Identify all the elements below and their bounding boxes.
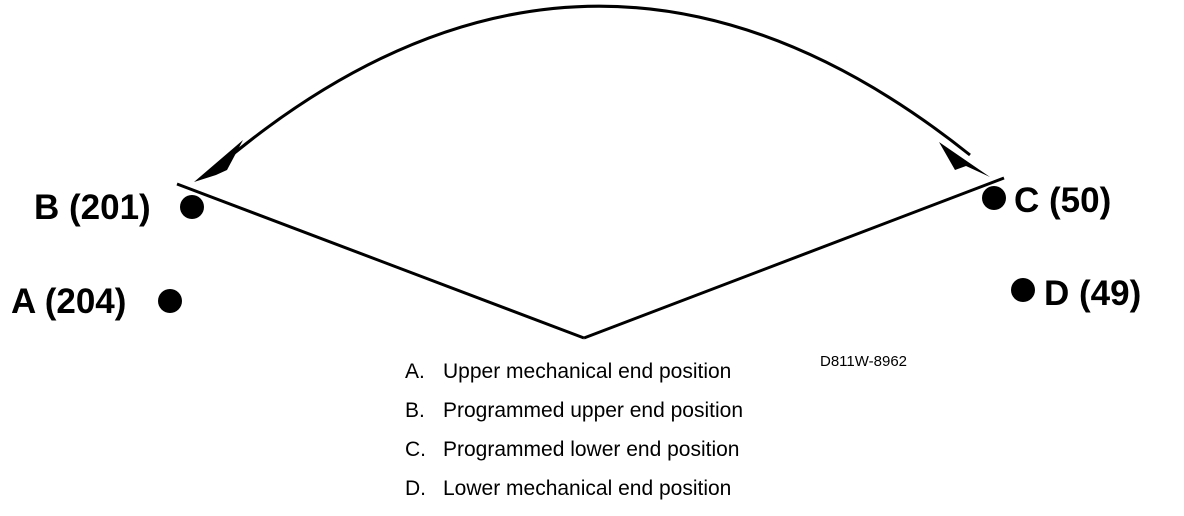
point-d-label: D (49) [1044, 274, 1142, 313]
legend-list: A. Upper mechanical end position B. Progra… [405, 360, 743, 516]
legend-text: Programmed lower end position [443, 438, 740, 461]
figure-reference-code: D811W-8962 [820, 353, 907, 370]
point-c-dot [982, 186, 1006, 210]
legend-item: C. Programmed lower end position [405, 438, 743, 477]
lower-limit-line [583, 176, 1005, 340]
legend-key: C. [405, 438, 426, 461]
travel-arc [213, 4, 971, 172]
legend-key: D. [405, 477, 426, 500]
legend-item: B. Programmed upper end position [405, 399, 743, 438]
upper-limit-line [176, 182, 585, 340]
point-d-dot [1011, 278, 1035, 302]
point-a-label: A (204) [11, 282, 127, 321]
legend-item: A. Upper mechanical end position [405, 360, 743, 399]
legend-key: B. [405, 399, 425, 422]
arrowhead-right [939, 142, 990, 177]
legend-text: Programmed upper end position [443, 399, 744, 422]
legend-item: D. Lower mechanical end position [405, 477, 743, 516]
legend-text: Lower mechanical end position [443, 477, 732, 500]
point-c-label: C (50) [1014, 181, 1112, 220]
point-a-dot [158, 289, 182, 313]
legend-text: Upper mechanical end position [443, 360, 732, 383]
arrowhead-left [194, 140, 243, 182]
point-b-dot [180, 195, 204, 219]
legend-key: A. [405, 360, 425, 383]
point-b-label: B (201) [34, 188, 151, 227]
